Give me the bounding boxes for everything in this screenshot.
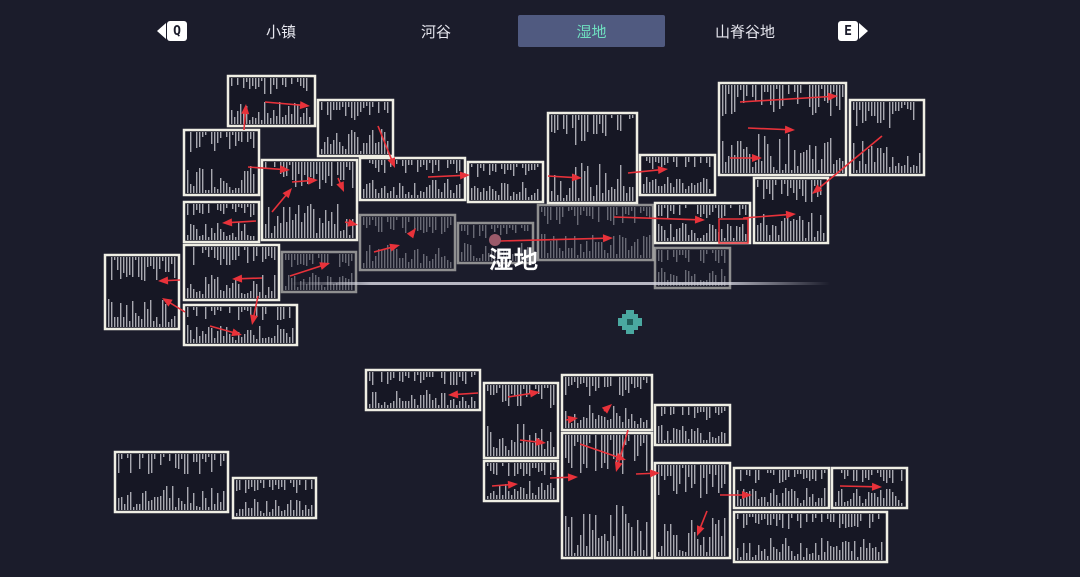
map-room[interactable] <box>482 459 560 503</box>
route-arrow-icon <box>739 92 838 103</box>
route-arrow-icon <box>158 276 181 285</box>
map-room[interactable] <box>182 243 281 302</box>
map-room[interactable] <box>466 160 545 204</box>
tab-town-label: 小镇 <box>265 22 296 41</box>
route-arrow-icon <box>427 171 470 180</box>
map-room[interactable] <box>653 461 732 560</box>
route-arrow-icon <box>344 218 358 227</box>
player-marker-icon <box>489 234 501 246</box>
map-room[interactable] <box>182 303 299 347</box>
route-arrow-icon <box>250 295 259 325</box>
route-arrow-icon <box>264 101 310 110</box>
map-room[interactable] <box>364 368 482 412</box>
route-arrow-icon <box>507 389 540 398</box>
route-arrow-icon <box>209 325 242 337</box>
chevron-left-icon <box>157 23 166 39</box>
map-room[interactable] <box>316 98 395 158</box>
route-arrow-icon <box>613 215 705 224</box>
route-arrow-icon <box>549 473 578 482</box>
map-room[interactable] <box>280 250 358 294</box>
route-arrow-icon <box>499 234 613 243</box>
route-arrow-icon <box>730 154 762 162</box>
key-q-label: Q <box>167 21 187 41</box>
route-arrow-icon <box>491 480 518 489</box>
tab-ridge-valley[interactable]: 山脊谷地 <box>700 15 790 47</box>
map-room[interactable] <box>260 158 359 242</box>
map-room[interactable] <box>638 153 717 197</box>
route-target-highlight <box>718 218 749 244</box>
tab-wetland-label: 湿地 <box>576 22 607 41</box>
route-arrow-icon <box>519 437 546 446</box>
route-arrow-icon <box>565 415 578 424</box>
map-room[interactable] <box>560 431 654 560</box>
map-room[interactable] <box>103 253 181 331</box>
tab-valley[interactable]: 河谷 <box>391 15 481 47</box>
route-arrow-icon <box>406 228 416 239</box>
route-arrow-icon <box>839 482 882 491</box>
route-arrow-icon <box>232 274 263 283</box>
map-room[interactable] <box>848 98 926 177</box>
route-arrow-icon <box>742 210 796 219</box>
tab-wetland[interactable]: 湿地 <box>518 15 665 47</box>
map-room[interactable] <box>113 450 230 514</box>
prev-region-key[interactable]: Q <box>157 20 187 42</box>
region-tab-bar: Q 小镇 河谷 湿地 山脊谷地 E <box>0 0 1080 62</box>
route-arrow-icon <box>812 135 883 194</box>
area-title-underline <box>290 282 830 285</box>
route-arrow-icon <box>601 404 612 414</box>
map-room[interactable] <box>358 213 457 272</box>
route-arrow-icon <box>614 429 629 472</box>
route-arrow-icon <box>377 125 395 168</box>
route-arrow-icon <box>547 173 582 182</box>
key-e-label: E <box>838 21 858 41</box>
map-room[interactable] <box>536 203 655 262</box>
next-region-key[interactable]: E <box>838 20 868 42</box>
route-arrow-icon <box>241 104 250 131</box>
route-arrow-icon <box>162 298 186 313</box>
map-room[interactable] <box>830 466 909 510</box>
map-room[interactable] <box>456 221 535 265</box>
route-arrow-icon <box>289 262 330 277</box>
map-room[interactable] <box>358 156 467 202</box>
route-arrow-icon <box>247 165 290 174</box>
route-arrow-icon <box>697 510 708 536</box>
route-arrow-icon <box>336 177 344 192</box>
route-arrow-icon <box>291 176 318 185</box>
map-room[interactable] <box>732 466 831 510</box>
map-room[interactable] <box>560 373 654 432</box>
map-room[interactable] <box>653 403 732 447</box>
map-room[interactable] <box>182 128 261 197</box>
route-arrow-icon <box>720 491 752 499</box>
map-room[interactable] <box>231 476 318 520</box>
map-room[interactable] <box>546 111 639 205</box>
chevron-right-icon <box>859 23 868 39</box>
waypoint-marker-icon[interactable] <box>617 309 643 335</box>
route-arrow-icon <box>635 469 660 478</box>
route-arrow-icon <box>222 218 257 227</box>
map-room[interactable] <box>732 510 889 564</box>
area-title: 湿地 <box>489 246 539 274</box>
route-arrow-icon <box>627 166 668 174</box>
map-room[interactable] <box>226 74 317 128</box>
tab-town[interactable]: 小镇 <box>236 15 326 47</box>
route-arrow-icon <box>747 125 795 134</box>
map-room[interactable] <box>653 201 752 245</box>
tab-valley-label: 河谷 <box>420 22 451 41</box>
route-arrow-icon <box>448 390 479 399</box>
tab-ridge-valley-label: 山脊谷地 <box>714 22 775 41</box>
route-arrow-icon <box>271 188 292 213</box>
route-arrow-icon <box>373 243 400 253</box>
